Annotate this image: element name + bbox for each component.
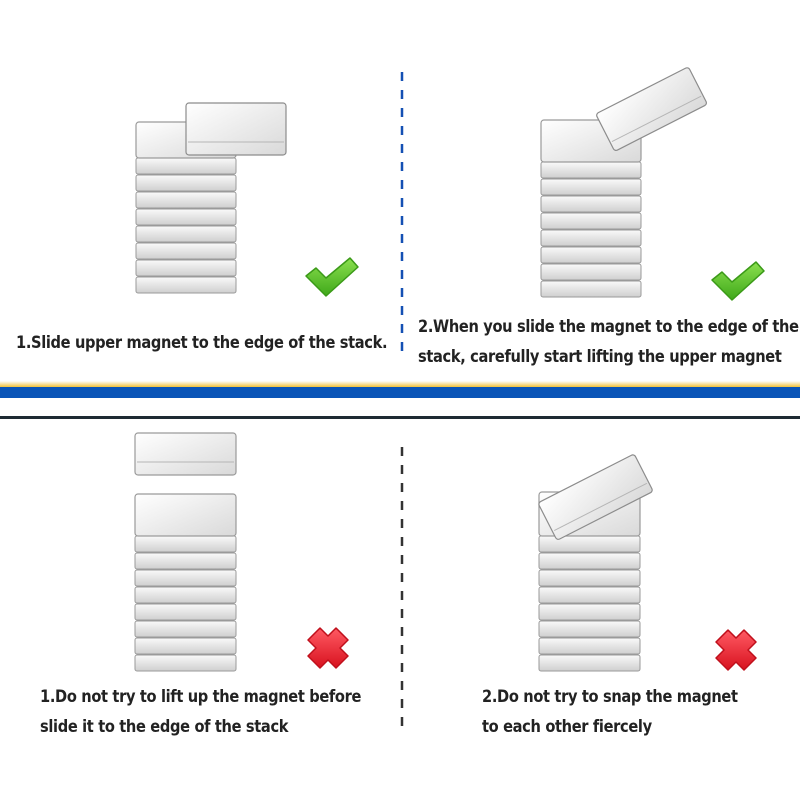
panel-4-caption-line2: to each other fiercely [482, 717, 652, 737]
top-magnet-4 [538, 454, 653, 540]
magnet-plate [538, 535, 641, 553]
magnet-stack-4 [538, 535, 641, 672]
magnet-plate [540, 263, 642, 281]
magnet-plate [540, 212, 642, 230]
check-icon [711, 261, 765, 301]
magnet-plate [134, 552, 237, 570]
magnet-plate [135, 191, 237, 209]
magnet-plate [134, 586, 237, 604]
magnet-plate [538, 654, 641, 672]
magnet-plate [135, 259, 237, 277]
cross-icon [307, 627, 349, 669]
panel-2-caption-line1: 2.When you slide the magnet to the edge … [418, 317, 799, 337]
divider-gold-stripe [0, 381, 800, 387]
divider-dark-line [0, 416, 800, 419]
magnet-plate [134, 620, 237, 638]
panel-3-caption-line2: slide it to the edge of the stack [40, 717, 289, 737]
magnet-plate [540, 246, 642, 264]
magnet-plate [134, 569, 237, 587]
magnet-plate [135, 174, 237, 192]
magnet-plate [540, 229, 642, 247]
panel-3-caption: 1.Do not try to lift up the magnet befor… [40, 682, 361, 742]
top-magnet-1 [135, 102, 287, 159]
magnet-plate [540, 280, 642, 298]
panel-3-caption-line1: 1.Do not try to lift up the magnet befor… [40, 687, 362, 707]
magnet-plate [134, 637, 237, 655]
magnet-plate [134, 603, 237, 621]
magnet-plate [538, 569, 641, 587]
magnet-plate [135, 225, 237, 243]
magnet-plate [538, 620, 641, 638]
panel-1-caption-line1: 1.Slide upper magnet to the edge of the … [16, 333, 388, 353]
magnet-plate [135, 242, 237, 260]
magnet-plate [538, 552, 641, 570]
magnet-plate [538, 603, 641, 621]
magnet-plate [135, 276, 237, 294]
magnet-plate [538, 637, 641, 655]
check-icon [305, 257, 359, 297]
panel-2-caption: 2.When you slide the magnet to the edge … [418, 312, 799, 372]
cross-icon [715, 629, 757, 671]
divider-blue-bar [0, 387, 800, 398]
top-magnet-3 [134, 432, 237, 537]
panel-2-caption-line2: stack, carefully start lifting the upper… [418, 347, 782, 367]
panel-4-caption: 2.Do not try to snap the magnet to each … [482, 682, 738, 742]
magnet-stack-1 [135, 157, 237, 294]
magnet-stack-3 [134, 535, 237, 672]
top-magnet-2 [540, 67, 707, 163]
magnet-plate [134, 654, 237, 672]
panel-1-caption: 1.Slide upper magnet to the edge of the … [16, 328, 388, 358]
magnet-plate [540, 178, 642, 196]
magnet-plate [135, 208, 237, 226]
magnet-plate [540, 195, 642, 213]
magnet-stack-2 [540, 161, 642, 298]
panel-4-caption-line1: 2.Do not try to snap the magnet [482, 687, 738, 707]
magnet-plate [538, 586, 641, 604]
